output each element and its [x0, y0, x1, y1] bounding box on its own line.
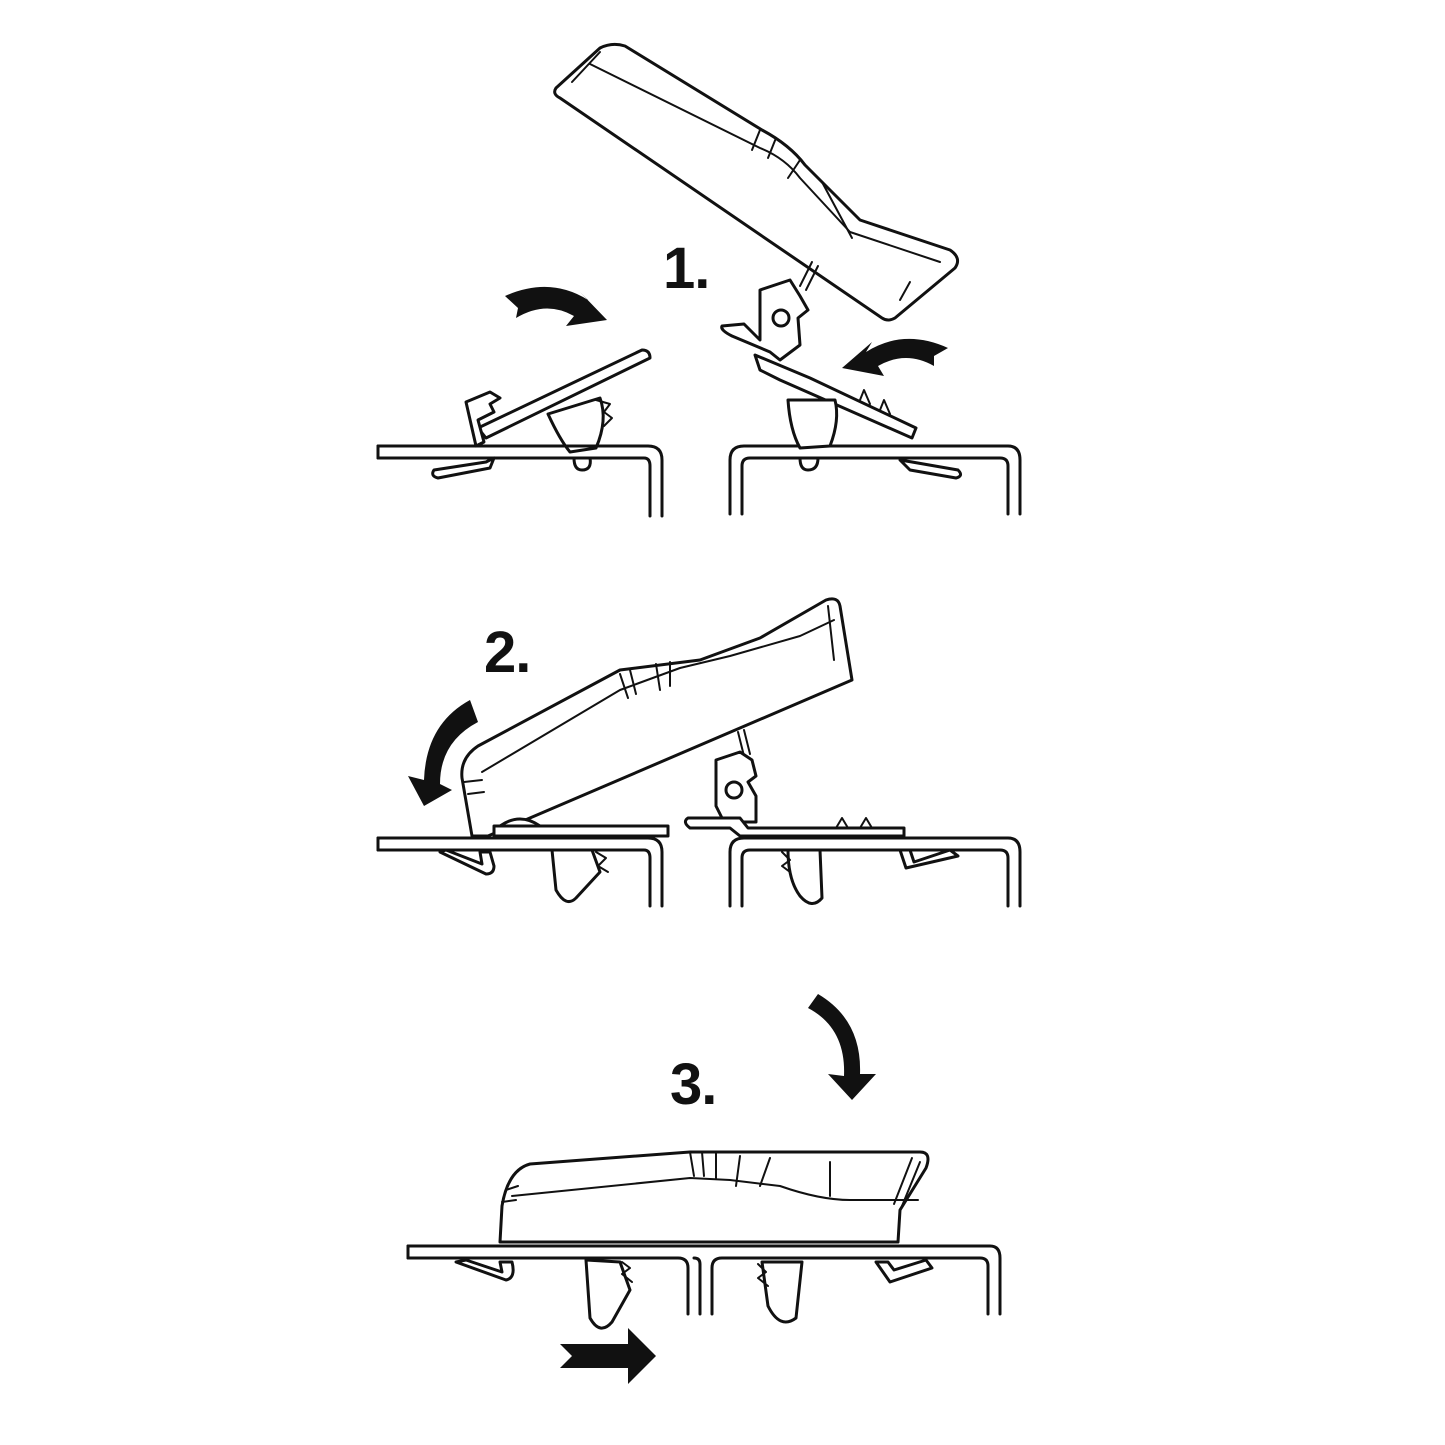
- curved-arrow-clockwise-icon: [505, 286, 607, 326]
- curved-arrow-down-icon: [808, 994, 876, 1100]
- step-1-cover: [553, 42, 960, 322]
- step-2-right-rail: [728, 836, 1022, 908]
- step-2-left-base: [492, 817, 670, 838]
- step-3-label: 3.: [670, 1052, 717, 1117]
- step-2-cover: [460, 597, 854, 838]
- straight-arrow-right-icon: [560, 1328, 656, 1384]
- step-1-hinge-bracket: [720, 261, 918, 440]
- step-2-left-rail: [376, 836, 664, 908]
- step-3-clips: [454, 1258, 934, 1330]
- step-1-left-rail: [376, 444, 664, 518]
- curved-arrow-counterclockwise-icon: [842, 338, 948, 376]
- step-1-left-plate: [464, 348, 652, 454]
- curved-arrow-down-left-icon: [408, 700, 478, 806]
- step-1-label: 1.: [663, 236, 710, 301]
- step-3-cover: [498, 1150, 930, 1244]
- step-1-right-rail: [728, 398, 1022, 516]
- step-2-hinge-bracket: [683, 729, 906, 838]
- step-3-base-line: [406, 1244, 1002, 1316]
- step-2-label: 2.: [484, 620, 531, 685]
